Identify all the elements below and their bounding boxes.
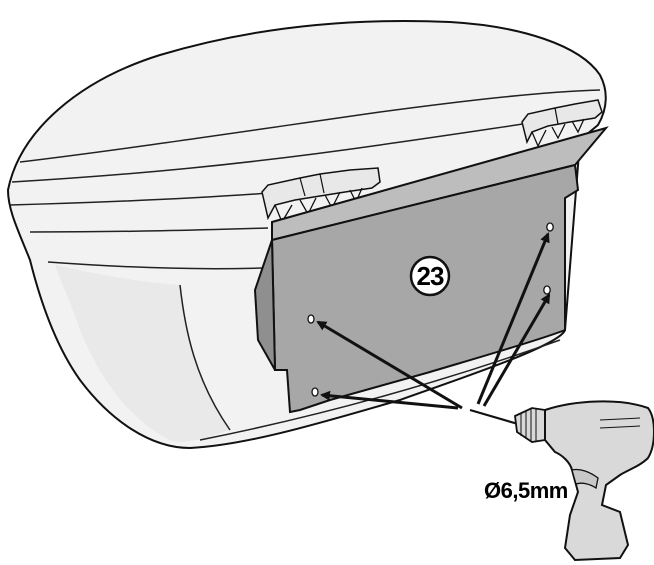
part-number: 23 bbox=[417, 261, 444, 291]
lid-line-3 bbox=[9, 192, 271, 206]
arrow-icon bbox=[320, 390, 459, 410]
hole-lower-right bbox=[543, 285, 551, 295]
case-base-line bbox=[199, 339, 561, 441]
drill-size-label: Ø6,5mm bbox=[484, 478, 568, 503]
hole-lower-left bbox=[311, 387, 319, 397]
case-lower-shade bbox=[55, 265, 230, 442]
hole-upper-right bbox=[546, 222, 554, 232]
drill-body bbox=[544, 400, 654, 562]
drill-chuck bbox=[514, 407, 546, 443]
hinge-right-icon bbox=[521, 99, 603, 148]
lid-line-1 bbox=[19, 89, 601, 163]
arrow-icon bbox=[316, 320, 463, 410]
arrow-icon bbox=[476, 232, 550, 405]
lid-line-4 bbox=[29, 227, 269, 233]
lid-line-5 bbox=[47, 261, 263, 270]
plate-left-edge bbox=[253, 239, 276, 371]
arrows bbox=[316, 232, 551, 410]
drill-icon bbox=[469, 400, 654, 562]
hole-upper-left bbox=[307, 314, 315, 324]
drill-bit bbox=[469, 408, 519, 426]
arrow-icon bbox=[482, 293, 551, 407]
part-number-callout: 23 bbox=[409, 255, 451, 297]
case-lower-edge bbox=[179, 284, 231, 431]
